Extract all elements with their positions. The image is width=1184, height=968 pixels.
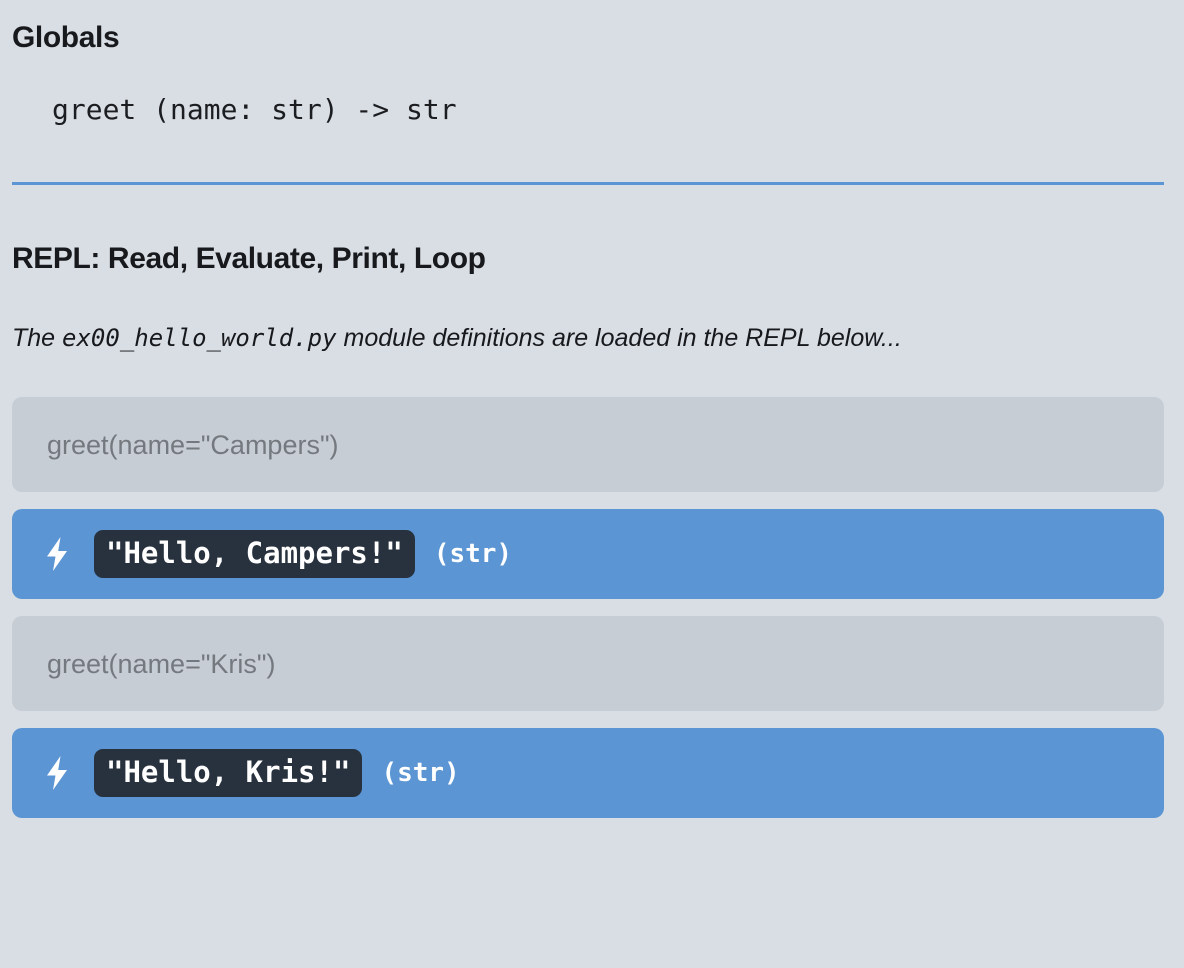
- section-divider: [12, 182, 1164, 185]
- repl-output-cell: "Hello, Kris!" (str): [12, 728, 1164, 818]
- repl-description-prefix: The: [12, 324, 63, 352]
- function-signature: greet (name: str) -> str: [52, 93, 457, 126]
- repl-output-value: "Hello, Kris!": [94, 749, 363, 797]
- repl-heading: REPL: Read, Evaluate, Print, Loop: [12, 242, 486, 275]
- repl-description-suffix: module definitions are loaded in the REP…: [336, 324, 902, 352]
- repl-output-value: "Hello, Campers!": [94, 530, 415, 578]
- repl-input-text: greet(name="Campers"): [47, 429, 339, 460]
- repl-output-type: (str): [433, 539, 513, 569]
- globals-body: greet (name: str) -> str: [12, 55, 1164, 127]
- repl-cell-list: greet(name="Campers") "Hello, Campers!" …: [12, 397, 1164, 818]
- repl-input-cell[interactable]: greet(name="Kris"): [12, 616, 1164, 711]
- globals-section: Globals greet (name: str) -> str: [12, 0, 1164, 127]
- repl-output-type: (str): [381, 758, 460, 788]
- repl-description: The ex00_hello_world.py module definitio…: [12, 276, 1077, 363]
- repl-section: REPL: Read, Evaluate, Print, Loop The ex…: [12, 185, 1164, 818]
- repl-description-module-name: ex00_hello_world.py: [62, 324, 337, 352]
- page-title: Globals: [12, 21, 120, 54]
- bolt-icon: [44, 537, 70, 571]
- bolt-icon: [44, 756, 70, 790]
- repl-input-cell[interactable]: greet(name="Campers"): [12, 397, 1164, 492]
- repl-input-text: greet(name="Kris"): [47, 648, 276, 679]
- repl-output-cell: "Hello, Campers!" (str): [12, 509, 1164, 599]
